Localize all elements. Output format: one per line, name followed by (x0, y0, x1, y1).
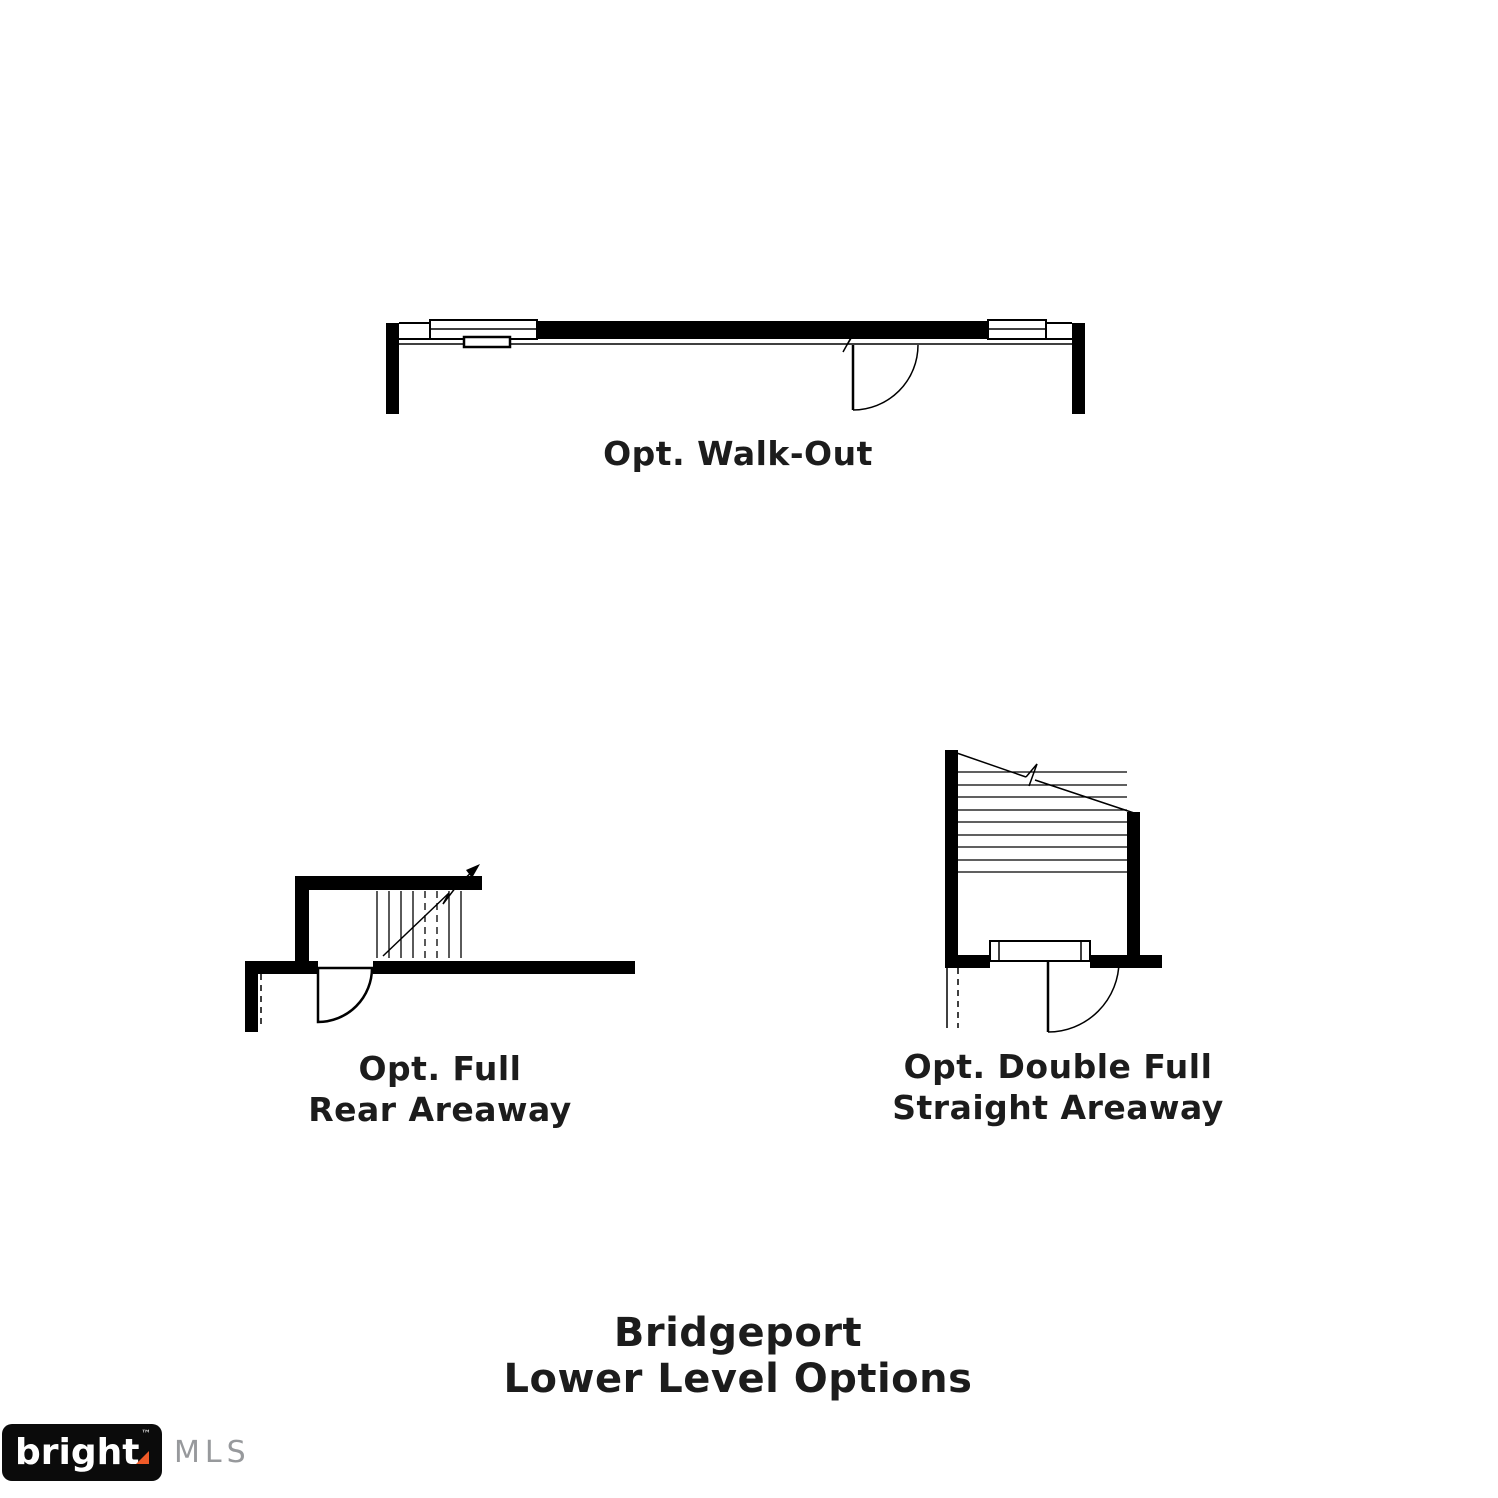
bright-logo-trademark: ™ (141, 1429, 151, 1440)
double-areaway-label: Opt. Double Full Straight Areaway (892, 1046, 1224, 1129)
bright-logo-mark-icon (136, 1451, 149, 1464)
walkout-diagram (386, 319, 1085, 414)
double-areaway-label-line1: Opt. Double Full (903, 1047, 1213, 1086)
double-areaway-diagram (945, 750, 1162, 1033)
page-title: Bridgeport Lower Level Options (504, 1310, 973, 1402)
rear-areaway-label: Opt. Full Rear Areaway (308, 1048, 572, 1131)
double-areaway-label-line2: Straight Areaway (892, 1088, 1224, 1128)
page-title-line2: Lower Level Options (503, 1356, 973, 1402)
bright-logo-wordmark: bright (15, 1431, 140, 1473)
rear-areaway-label-line2: Rear Areaway (308, 1090, 572, 1130)
rear-areaway-label-line1: Opt. Full (358, 1049, 522, 1088)
rear-areaway-diagram (245, 864, 635, 1032)
page-title-line1: Bridgeport (613, 1310, 863, 1356)
bright-logo-box: bright ™ (2, 1424, 162, 1481)
walkout-label: Opt. Walk-Out (603, 434, 873, 473)
bright-mls-logo: bright ™ MLS (2, 1424, 251, 1481)
bright-logo-mls-text: MLS (174, 1435, 251, 1470)
